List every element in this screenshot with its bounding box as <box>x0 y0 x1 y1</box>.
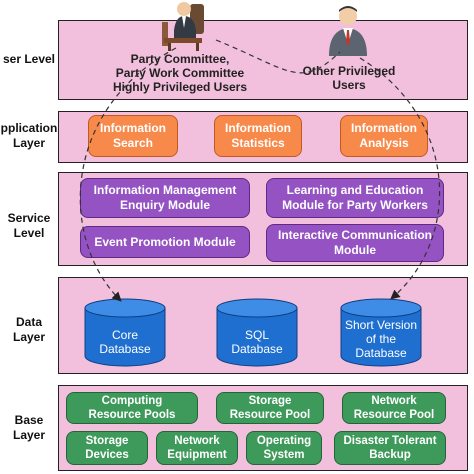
privileged-user-icon <box>329 6 367 56</box>
layer-label-user: ser Level <box>2 52 56 66</box>
computing-resource-pools-box: Computing Resource Pools <box>66 392 198 424</box>
core-database-label: Core Database <box>99 328 151 356</box>
disaster-tolerant-backup-box: Disaster Tolerant Backup <box>334 431 446 465</box>
short-version-database: Short Version of the Database <box>340 298 422 368</box>
operating-system-box: Operating System <box>246 431 322 465</box>
other-privileged-users-label: Other Privileged Users <box>302 64 396 92</box>
storage-resource-pool-box: Storage Resource Pool <box>216 392 324 424</box>
information-statistics-box: Information Statistics <box>214 115 302 157</box>
committee-user-icon <box>162 2 204 51</box>
sql-database-label: SQL Database <box>231 328 283 356</box>
enquiry-module-box: Information Management Enquiry Module <box>80 178 250 218</box>
network-resource-pool-box: Network Resource Pool <box>342 392 446 424</box>
layer-label-application: pplication Layer <box>0 121 58 150</box>
learning-module-box: Learning and Education Module for Party … <box>266 178 444 218</box>
short-version-database-icon <box>340 298 422 367</box>
core-database: Core Database <box>84 298 166 368</box>
sql-database: SQL Database <box>216 298 298 368</box>
information-analysis-box: Information Analysis <box>340 115 428 157</box>
storage-devices-box: Storage Devices <box>66 431 148 465</box>
layer-label-base: Base Layer <box>12 413 46 442</box>
short-version-database-label: Short Version of the Database <box>344 318 418 360</box>
interactive-module-box: Interactive Communication Module <box>266 224 444 262</box>
event-promotion-module-box: Event Promotion Module <box>80 226 250 258</box>
network-equipment-box: Network Equipment <box>156 431 238 465</box>
sql-database-icon <box>216 298 298 367</box>
party-committee-users-label: Party Committee, Party Work Committee Hi… <box>112 52 248 94</box>
layer-label-data: Data Layer <box>12 315 46 344</box>
information-search-box: Information Search <box>88 115 178 157</box>
layer-label-service: Service Level <box>7 211 51 240</box>
